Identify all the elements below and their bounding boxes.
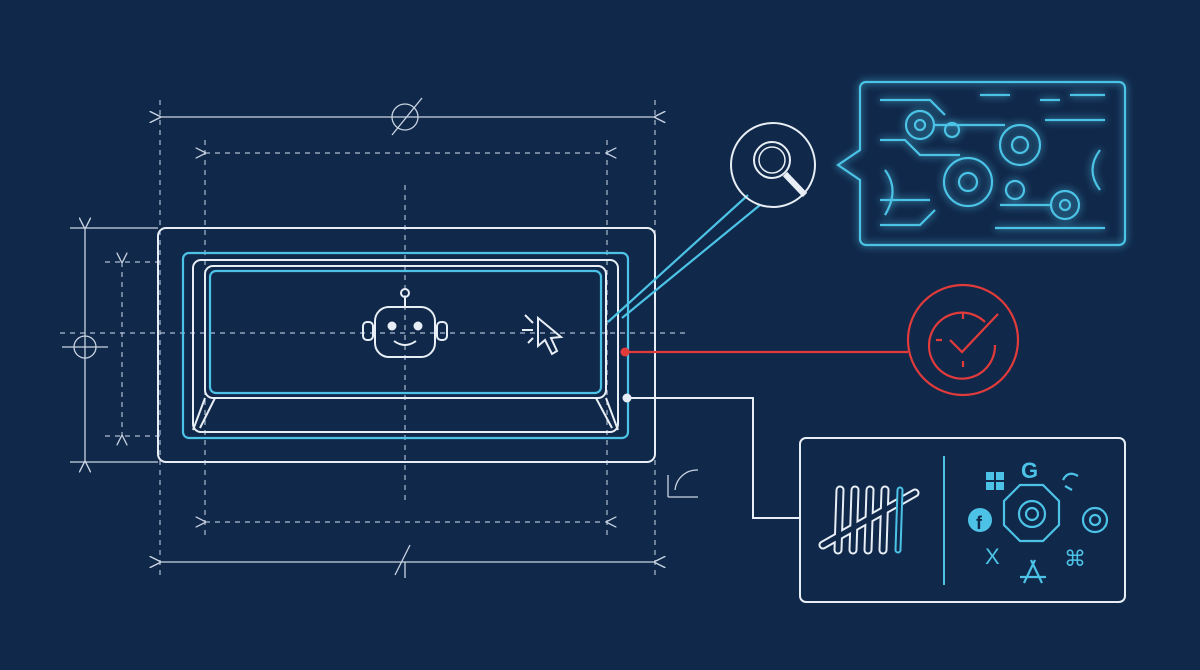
svg-text:f: f	[976, 513, 983, 533]
key-cap[interactable]	[157, 227, 656, 463]
integrations-connector	[622, 393, 800, 519]
robot-icon	[362, 288, 448, 358]
alert-connector	[620, 283, 1020, 397]
command-key-icon: ⌘	[1064, 547, 1086, 572]
google-logo-icon: G	[1021, 458, 1038, 483]
openai-logo-icon	[1017, 499, 1047, 529]
app-store-logo-icon	[1020, 559, 1046, 584]
facebook-logo-icon	[968, 508, 992, 532]
integrations-panel: G f X ⌘	[799, 437, 1126, 603]
chrome-logo-icon	[1081, 506, 1109, 534]
phone-icon	[1062, 472, 1079, 491]
x-logo-icon: X	[985, 544, 1000, 569]
magnifier-callout	[607, 122, 816, 323]
magnifier-icon	[753, 141, 808, 198]
tally-marks-icon	[818, 485, 920, 555]
dimension-lines	[60, 97, 699, 580]
gears-circuit-icon	[880, 93, 1105, 230]
clock-check-icon	[927, 311, 999, 380]
ai-hub	[1002, 483, 1061, 543]
windows-logo-icon	[986, 472, 1004, 490]
cursor-click-icon	[522, 314, 564, 356]
gears-circuit-panel	[836, 80, 1127, 247]
